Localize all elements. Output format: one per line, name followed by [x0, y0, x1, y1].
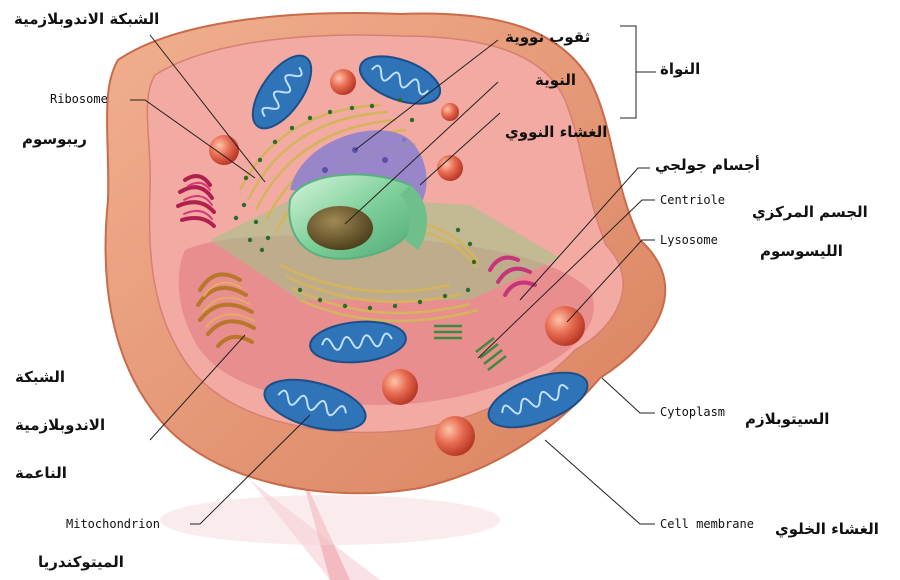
- leader-line-cell-membrane: [545, 440, 655, 524]
- label-nucleus-ar: النواة: [660, 62, 700, 77]
- label-lysosome-ar: الليسوسوم: [760, 244, 843, 259]
- label-nuclear-pores-ar: ثقوب نووية: [505, 30, 590, 45]
- label-cytoplasm-ar: السيتوبلازم: [745, 412, 829, 427]
- label-mitochondrion-ar: الميتوكندريا: [38, 555, 124, 570]
- label-nuclear-membrane-ar: الغشاء النووي: [505, 125, 607, 140]
- label-ribosome-en: Ribosome: [50, 93, 108, 105]
- label-cytoplasm-en: Cytoplasm: [660, 406, 725, 418]
- label-cell-membrane-ar: الغشاء الخلوي: [775, 522, 879, 537]
- label-smooth-er-line2: الاندوبلازمية: [15, 418, 105, 433]
- leader-line-cytoplasm: [602, 378, 655, 413]
- label-golgi-ar: أجسام جولجي: [655, 158, 760, 173]
- label-mitochondrion-en: Mitochondrion: [66, 518, 160, 530]
- label-lysosome-en: Lysosome: [660, 234, 718, 246]
- label-centriole-en: Centriole: [660, 194, 725, 206]
- label-rough-er-ar: الشبكة الاندوبلازمية: [14, 12, 159, 27]
- label-nucleolus-ar: النوية: [535, 73, 576, 88]
- label-ribosome-ar: ريبوسوم: [22, 132, 87, 147]
- label-centrosome-ar: الجسم المركزي: [752, 205, 868, 220]
- nucleus-bracket: [620, 26, 656, 118]
- label-cell-membrane-en: Cell membrane: [660, 518, 754, 530]
- label-smooth-er-line1: الشبكة: [15, 370, 65, 385]
- label-smooth-er-line3: الناعمة: [15, 466, 67, 481]
